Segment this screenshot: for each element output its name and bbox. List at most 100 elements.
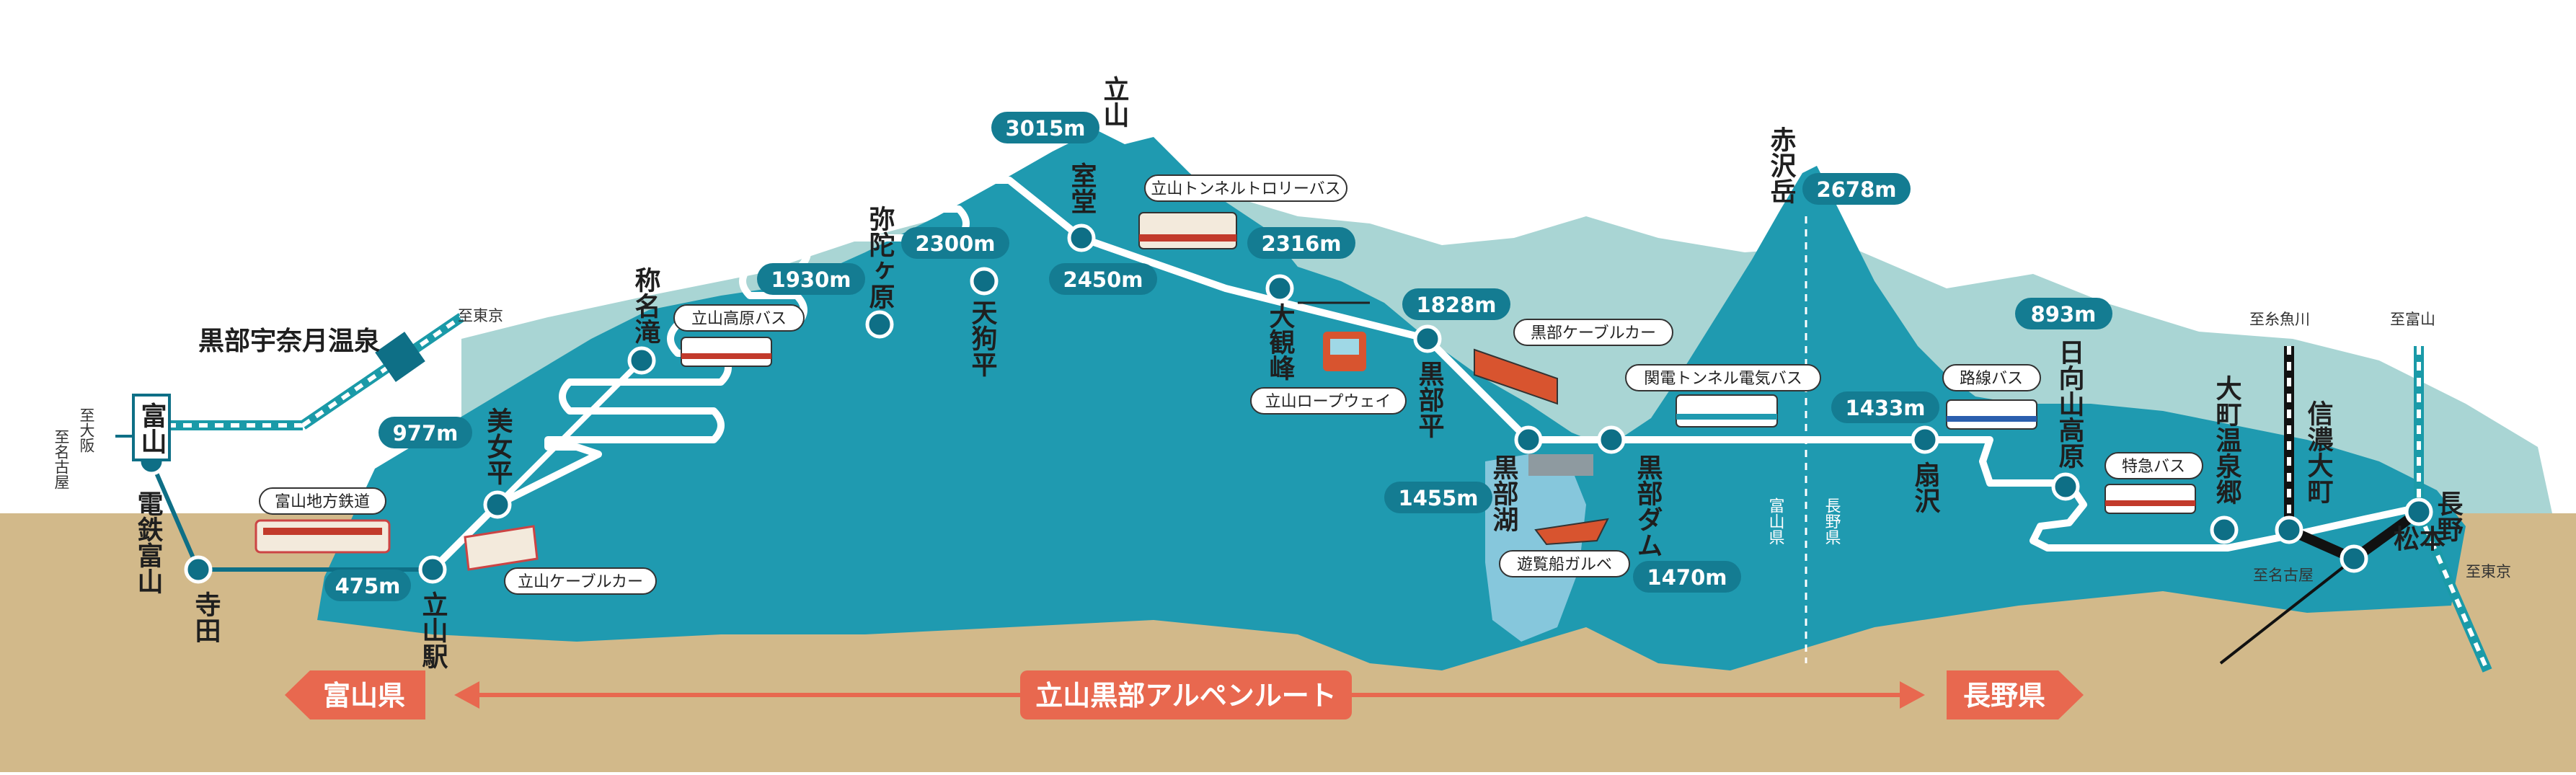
station-tateyama: 立山駅 — [418, 591, 448, 670]
route-line — [429, 177, 2419, 573]
node-kurobe-dam — [1597, 425, 1626, 454]
shinkansen-station-icon — [375, 332, 425, 382]
transport-labels: 富山地方鉄道 立山ケーブルカー 立山高原バス 立山トンネルトロリーバス 立山ロー… — [259, 174, 2203, 595]
label-tateyama-ropeway: 立山ロープウェイ — [1265, 393, 1391, 411]
vehicle-icons — [254, 212, 2196, 571]
station-bijodaira: 美女平 — [483, 407, 513, 485]
elevation-kurobeko: 1455m — [1399, 486, 1479, 510]
elevation-murodo: 2450m — [1063, 267, 1143, 292]
kogen-bus-icon — [681, 337, 772, 367]
station-nagano: 長野 — [2433, 490, 2464, 542]
node-matsumoto — [2340, 544, 2368, 573]
station-hinata-yama-kogen: 日向山高原 — [2055, 339, 2085, 469]
direction-to-toyama: 至富山 — [2390, 311, 2435, 328]
node-shomyo-falls — [627, 346, 656, 375]
direction-to-tokyo-right: 至東京 — [2466, 563, 2511, 580]
elevation-akazawadake: 2678m — [1817, 177, 1897, 202]
elevation-hinata-yama-kogen: 893m — [2031, 302, 2097, 327]
station-dentetsu-toyama: 電鉄富山 — [133, 490, 164, 594]
direction-to-osaka: 至大阪 — [78, 407, 95, 453]
toyama-station-box — [132, 394, 171, 461]
route-title: 立山黒部アルペンルート — [1035, 680, 1337, 712]
elevation-tengudaira: 2300m — [916, 231, 996, 256]
label-sightseeing-boat: 遊覧船ガルベ — [1517, 556, 1612, 574]
elevation-tateyama-peak: 3015m — [1006, 116, 1086, 141]
elevation-daikanbo: 2316m — [1262, 231, 1342, 256]
station-shinano-omachi: 信濃大町 — [2303, 400, 2334, 504]
node-shinano-omachi — [2275, 515, 2303, 544]
ropeway-gondola-icon — [1298, 301, 1370, 371]
prefecture-left: 富山県 — [323, 680, 405, 712]
node-murodo — [1067, 223, 1096, 252]
label-tunnel-trolleybus: 立山トンネルトロリーバス — [1151, 180, 1340, 198]
station-midagahara: 弥陀ヶ原 — [865, 205, 895, 309]
node-omachi-onsenkyo — [2210, 515, 2239, 544]
jr-rail-lines-left — [151, 313, 464, 430]
kurobe-lake — [1485, 454, 1586, 642]
label-kanden-tunnel-bus: 関電トンネル電気バス — [1644, 370, 1802, 388]
label-kurobe-cable-car: 黒部ケーブルカー — [1531, 324, 1656, 342]
tateyama-cable-car-icon — [464, 525, 539, 571]
label-express-bus: 特急バス — [2122, 458, 2185, 476]
node-ogisawa — [1911, 425, 1939, 454]
direction-to-nagoya-right: 至名古屋 — [2253, 567, 2314, 584]
route-banner: 立山黒部アルペンルート 富山県 長野県 — [285, 670, 2084, 719]
elevation-ogisawa: 1433m — [1846, 396, 1926, 420]
elevation-kurobedaira: 1828m — [1417, 293, 1497, 317]
kurobe-dam-wall — [1528, 454, 1593, 476]
station-tateyama-peak: 立山 — [1099, 76, 1129, 128]
station-matsumoto: 松本 — [2394, 525, 2446, 554]
prefecture-right: 長野県 — [1963, 680, 2045, 712]
express-bus-icon — [2104, 484, 2196, 514]
elevation-kurobe-dam: 1470m — [1647, 565, 1727, 590]
border-label-nagano: 長野県 — [1823, 497, 1841, 545]
direction-labels: 至大阪 至名古屋 至東京 至糸魚川 至富山 至名古屋 至東京 — [53, 307, 2511, 584]
station-kurobedaira: 黒部平 — [1415, 360, 1445, 438]
direction-to-tokyo-top: 至東京 — [458, 307, 503, 324]
station-kurobe-dam: 黒部ダム — [1633, 454, 1663, 558]
elevation-bijodaira: 977m — [393, 421, 459, 446]
route-bus-icon — [1946, 399, 2037, 430]
station-tengudaira: 天狗平 — [968, 299, 998, 377]
node-tateyama-station — [418, 555, 447, 584]
station-akazawadake: 赤沢岳 — [1766, 126, 1797, 204]
station-murodo: 室堂 — [1067, 162, 1097, 214]
node-daikanbo — [1265, 274, 1294, 303]
station-ogisawa: 扇沢 — [1911, 461, 1941, 514]
station-daikanbo: 大観峰 — [1265, 303, 1296, 381]
chiho-train-icon — [254, 519, 391, 554]
node-bijodaira — [483, 490, 512, 519]
direction-to-itoigawa: 至糸魚川 — [2249, 311, 2310, 328]
station-kurobeko: 黒部湖 — [1489, 454, 1519, 532]
station-toyama: 富山 — [137, 402, 167, 454]
elevation-tateyama-station: 475m — [335, 574, 401, 598]
station-omachi-onsenkyo: 大町温泉郷 — [2212, 375, 2242, 505]
node-midagahara — [865, 310, 894, 339]
node-kurobeko — [1514, 425, 1543, 454]
station-shomyo-falls: 称名滝 — [631, 267, 661, 345]
route-line-shomyo — [495, 358, 644, 507]
border-label-toyama: 富山県 — [1766, 497, 1785, 545]
kanden-bus-icon — [1676, 394, 1778, 428]
station-terada: 寺田 — [191, 591, 221, 643]
node-hinata-yama-kogen — [2051, 472, 2080, 501]
kurobe-cable-car-icon — [1474, 348, 1558, 405]
node-kurobedaira — [1413, 324, 1442, 353]
label-route-bus: 路線バス — [1960, 370, 2023, 388]
station-unazuki-onsen: 黒部宇奈月温泉 — [198, 327, 380, 356]
label-tateyama-kogen-bus: 立山高原バス — [691, 310, 787, 328]
border-labels: 富山県 長野県 — [1766, 497, 1841, 545]
elevation-midagahara: 1930m — [771, 267, 851, 292]
label-toyama-chiho-railway: 富山地方鉄道 — [275, 493, 370, 511]
sightseeing-boat-icon — [1534, 518, 1609, 546]
elevation-pills: 475m 977m 1930m 2300m 2450m 3015m 2316m … — [324, 112, 2112, 601]
label-tateyama-cable-car: 立山ケーブルカー — [518, 573, 643, 591]
station-nodes — [137, 223, 2433, 584]
node-terada — [184, 555, 213, 584]
node-nagano — [2404, 497, 2433, 526]
node-tengudaira — [970, 267, 999, 296]
direction-to-nagoya-left: 至名古屋 — [53, 429, 70, 490]
trolleybus-icon — [1138, 212, 1237, 249]
